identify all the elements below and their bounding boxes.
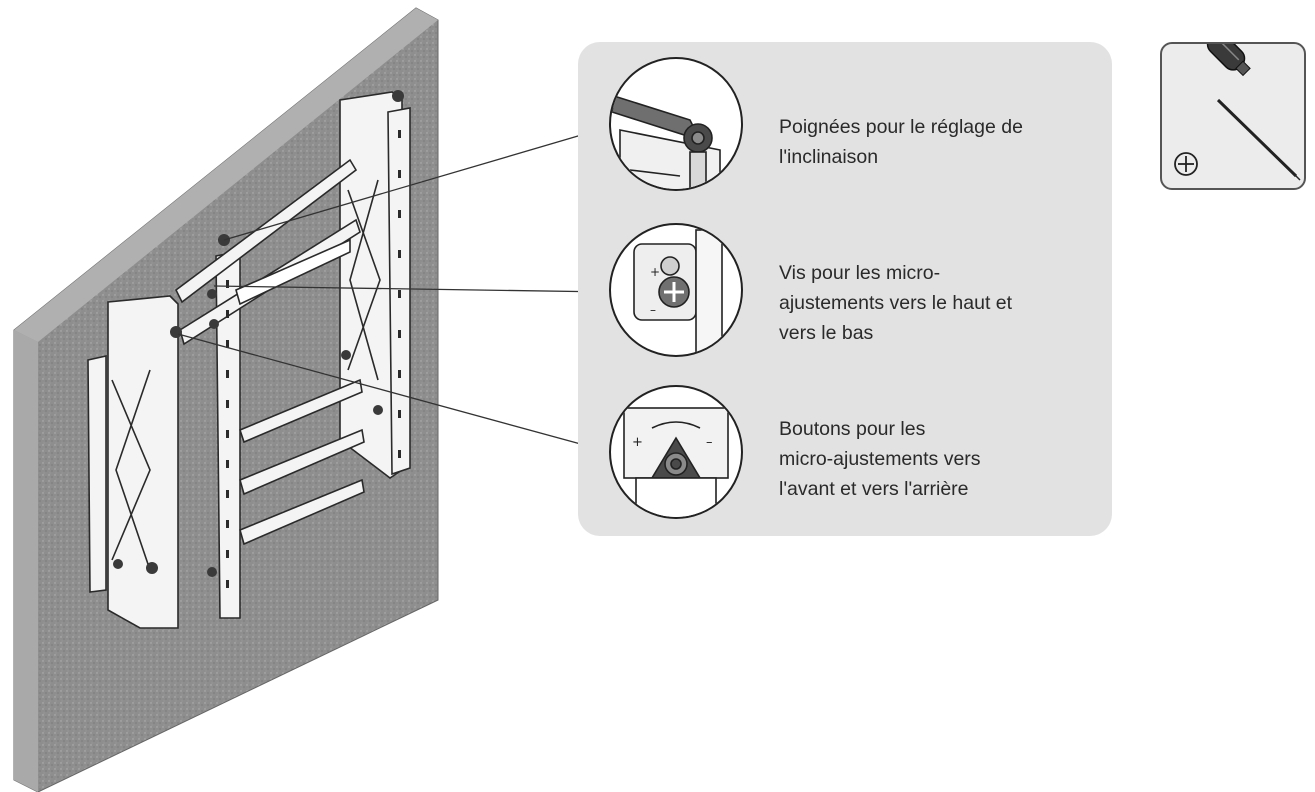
- callout-depth-knobs: Boutons pour les micro-ajustements vers …: [779, 418, 981, 500]
- leader-lines: [177, 125, 613, 453]
- svg-text:+: +: [632, 435, 643, 450]
- callout-tilt-handles: Poignées pour le réglage de l'inclinaiso…: [779, 116, 1023, 168]
- callout-vertical-screws: Vis pour les micro- ajustements vers le …: [779, 262, 1013, 344]
- svg-text:+: +: [650, 265, 660, 279]
- depth-knob-detail-icon: + –: [609, 385, 743, 519]
- required-tool-box: [1160, 42, 1306, 190]
- svg-text:–: –: [706, 435, 713, 450]
- svg-text:–: –: [650, 303, 656, 317]
- mount-frame: [87, 90, 411, 629]
- phillips-screwdriver-icon: [1174, 44, 1301, 181]
- vertical-screw-detail-icon: + –: [609, 223, 743, 357]
- phillips-symbol-icon: [1174, 152, 1198, 176]
- tilt-handle-detail-icon: [609, 57, 743, 191]
